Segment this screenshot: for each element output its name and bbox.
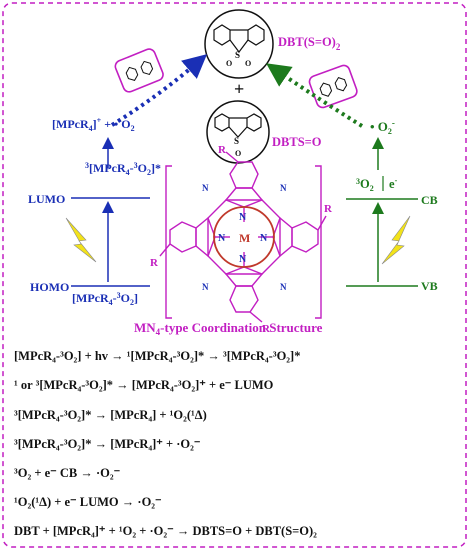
svg-text:S: S xyxy=(235,50,240,60)
dbt-box-right xyxy=(308,64,358,109)
n-label-bridge-2: N xyxy=(280,183,287,193)
equation-7: DBT + [MPcR₄]⁺ + ¹O₂ + ·O₂⁻ → DBTS=O + D… xyxy=(14,524,317,538)
coordination-ring xyxy=(213,206,275,268)
metal-label: M xyxy=(239,231,250,245)
svg-text:S: S xyxy=(234,136,239,146)
n-label-bridge-3: N xyxy=(280,282,287,292)
equation-1: [MPcR₄-³O₂] + hv → ¹[MPcR₄-³O₂]* → ³[MPc… xyxy=(14,349,300,363)
n-label-bottom: N xyxy=(239,254,247,265)
equation-3: ³[MPcR₄-³O₂]* → [MPcR₄] + ¹O₂(¹Δ) xyxy=(14,408,207,422)
o2-cb-label: 3O2 xyxy=(356,177,374,193)
dbt-box-left xyxy=(114,48,164,93)
label-dbts-o: DBTS=O xyxy=(272,135,322,149)
r-label-1: R xyxy=(218,144,227,156)
radical-pair-label: [MPcR4]+ + • O2 xyxy=(52,116,135,133)
dotted-arrow-blue xyxy=(110,54,208,127)
n-label-top: N xyxy=(239,212,247,223)
superoxide-label: • O2- xyxy=(370,118,395,136)
dotted-arrow-green xyxy=(266,63,364,128)
svg-text:O: O xyxy=(235,149,241,158)
vb-label: VB xyxy=(421,279,438,293)
n-label-left: N xyxy=(218,233,226,244)
equation-4: ³[MPcR₄-³O₂]* → [MPcR₄]⁺ + ·O₂⁻ xyxy=(14,437,201,451)
lumo-label: LUMO xyxy=(28,192,65,206)
lightning-bolt-left-icon xyxy=(65,217,97,263)
ground-state-label: [MPcR4-3O2] xyxy=(72,291,138,307)
dbts-o-molecule: S O xyxy=(206,100,270,164)
electron-label: e- xyxy=(389,176,398,191)
n-label-bridge-1: N xyxy=(202,183,209,193)
equation-6: ¹O₂(¹Δ) + e⁻ LUMO → ·O₂⁻ xyxy=(14,495,162,509)
excited-state-label: 3[MPcR4-3O2]* xyxy=(85,161,161,177)
n-label-bridge-4: N xyxy=(202,282,209,292)
equation-5: ³O₂ + e⁻ CB → ·O₂⁻ xyxy=(14,466,121,480)
r-label-3: R xyxy=(262,323,271,335)
dbt-so2-molecule: S O O xyxy=(204,9,274,79)
equation-list: [MPcR₄-³O₂] + hv → ¹[MPcR₄-³O₂]* → ³[MPc… xyxy=(14,349,317,538)
label-dbt-so2: DBT(S=O)2 xyxy=(278,35,341,52)
cb-label: CB xyxy=(421,193,438,207)
structure-caption: MN4-type Coordination Structure xyxy=(134,320,323,337)
svg-text:O: O xyxy=(226,59,232,68)
r-label-2: R xyxy=(324,203,333,215)
n-label-right: N xyxy=(260,233,268,244)
lightning-bolt-right-icon xyxy=(381,215,411,265)
equation-2: ¹ or ³[MPcR₄-³O₂]* → [MPcR₄-³O₂]⁺ + e⁻ L… xyxy=(14,378,274,392)
plus-sign: + xyxy=(234,79,244,99)
svg-text:O: O xyxy=(245,59,251,68)
phthalocyanine-structure xyxy=(159,151,327,323)
homo-label: HOMO xyxy=(30,280,69,294)
r-label-4: R xyxy=(150,257,159,269)
